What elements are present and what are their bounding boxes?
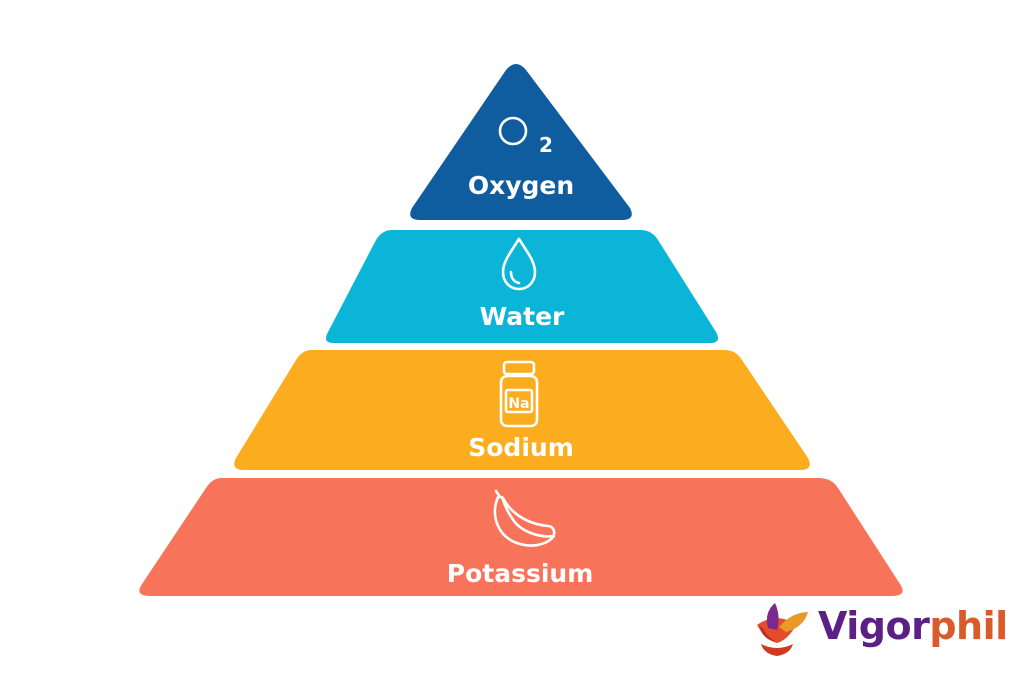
leaf-bowl-logo-icon bbox=[757, 603, 808, 656]
banana-icon bbox=[493, 489, 556, 547]
o2-molecule-icon: 2 bbox=[498, 116, 553, 157]
tier-water-shape bbox=[326, 230, 718, 343]
tier-sodium-shape bbox=[234, 350, 810, 470]
tier-label-sodium: Sodium bbox=[468, 433, 574, 462]
tier-potassium-shape bbox=[139, 478, 903, 596]
tier-potassium: Potassium bbox=[139, 478, 903, 596]
tier-oxygen: 2 Oxygen bbox=[410, 64, 632, 220]
tier-label-oxygen: Oxygen bbox=[468, 171, 574, 200]
tier-label-potassium: Potassium bbox=[447, 559, 594, 588]
water-drop-icon bbox=[501, 237, 537, 291]
tier-water: Water bbox=[326, 230, 718, 343]
tier-sodium: Na Sodium bbox=[234, 350, 810, 470]
brand-logo: Vigorphil bbox=[752, 604, 1008, 648]
svg-text:Na: Na bbox=[508, 396, 529, 412]
brand-name-part2: phil bbox=[929, 604, 1008, 648]
supplement-jar-icon: Na bbox=[499, 360, 539, 428]
tier-label-water: Water bbox=[480, 302, 565, 331]
brand-name-part1: Vigor bbox=[818, 604, 930, 648]
svg-text:2: 2 bbox=[539, 133, 553, 157]
brand-name: Vigorphil bbox=[818, 604, 1008, 648]
